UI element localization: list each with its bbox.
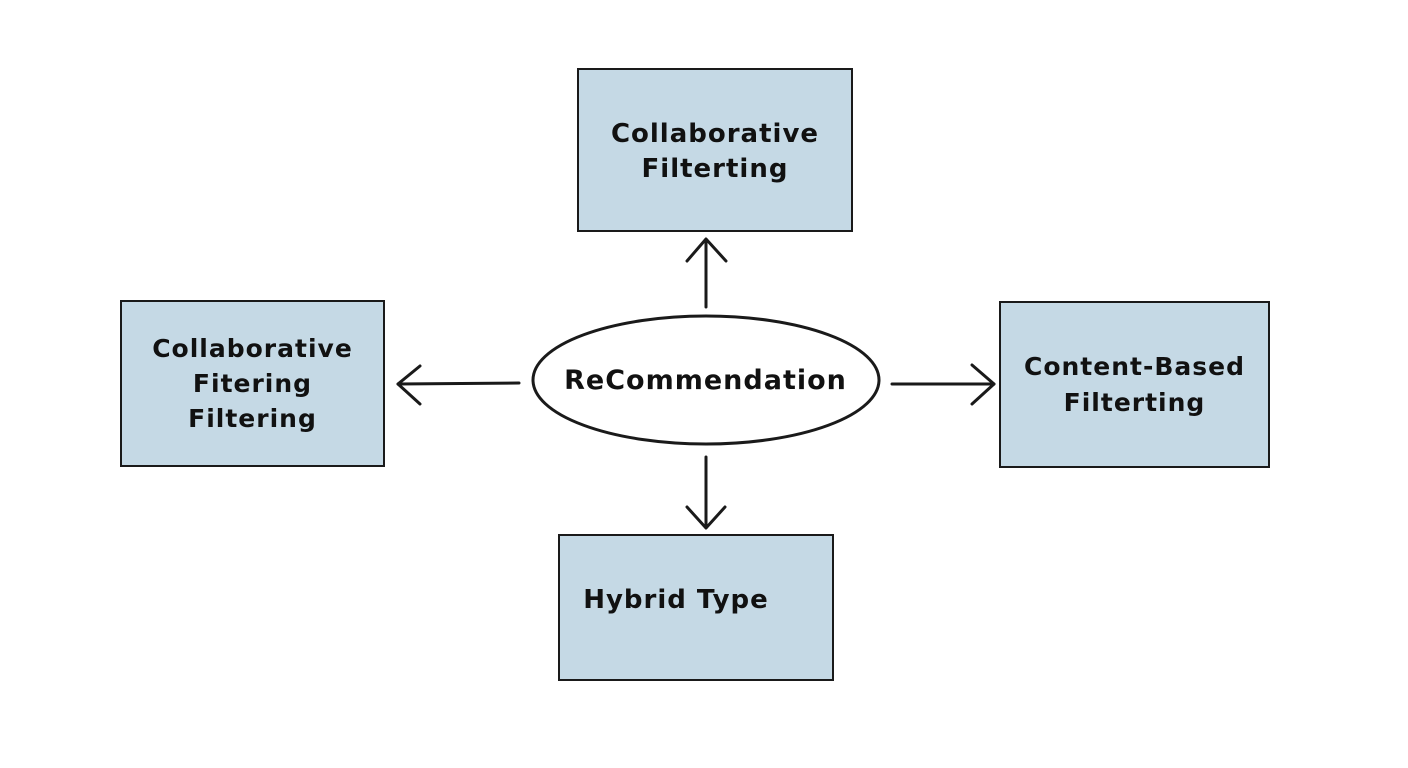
arrow-to-right bbox=[890, 363, 996, 406]
arrow-to-left bbox=[396, 364, 521, 406]
node-label-line: Filterting bbox=[641, 154, 789, 184]
arrow-to-bottom bbox=[685, 455, 727, 530]
node-hybrid-type-bottom: Hybrid Type bbox=[558, 534, 834, 681]
node-content-based-filterting-right: Content-Based Filterting bbox=[999, 301, 1270, 468]
node-collaborative-fitering-left: Collaborative Fitering Filtering bbox=[120, 300, 385, 467]
center-ellipse bbox=[531, 314, 881, 446]
node-label-line: Collaborative bbox=[610, 119, 820, 149]
node-label-line: Filterting bbox=[1063, 387, 1206, 417]
node-label-line: Collaborative bbox=[152, 334, 353, 363]
node-label-line: Content-Based bbox=[1023, 351, 1245, 381]
node-label-line: Hybrid Type bbox=[583, 585, 769, 615]
arrow-to-top bbox=[685, 237, 728, 309]
node-label-line: Fitering bbox=[192, 369, 313, 398]
node-collaborative-filterting-top: Collaborative Filterting bbox=[577, 68, 853, 232]
center-node-label: ReCommendation bbox=[564, 364, 847, 396]
node-label-line: Filtering bbox=[188, 404, 317, 433]
